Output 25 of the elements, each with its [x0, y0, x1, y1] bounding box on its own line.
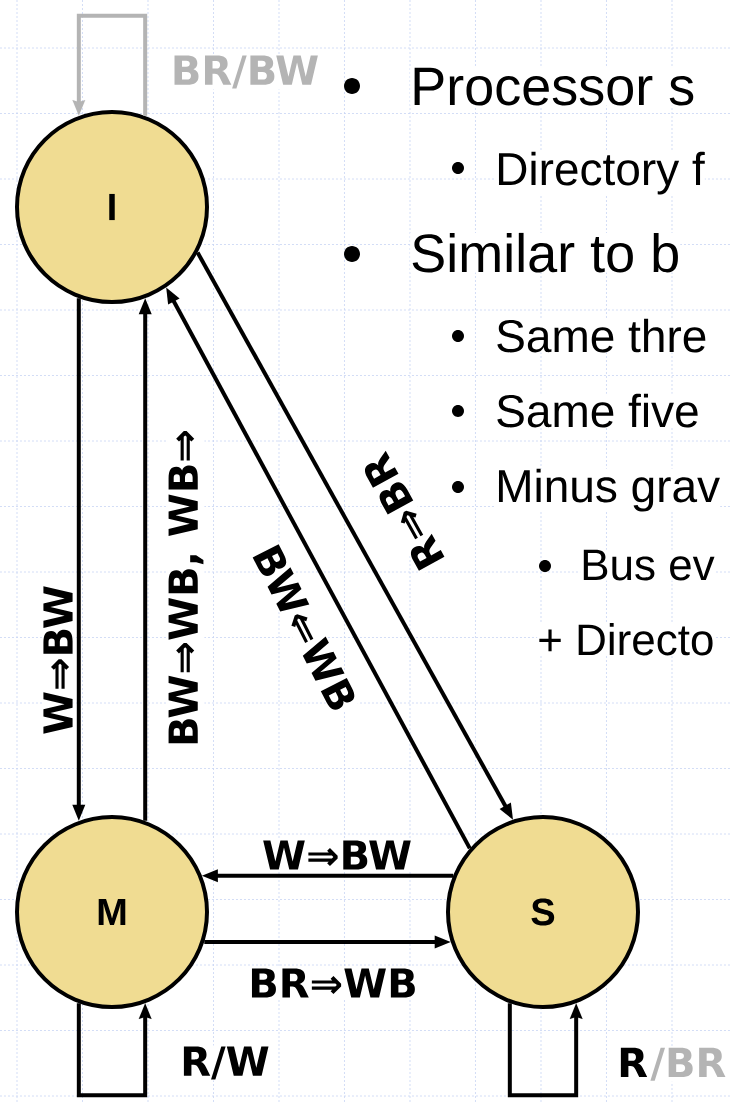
edge-label: BW⇒WB, WB⇒: [167, 428, 205, 748]
bullet-text: Bus ev: [580, 549, 715, 581]
edge-label: W⇒BW: [42, 584, 74, 737]
bullet-text: Same thre: [495, 318, 708, 353]
label-text: /BR: [649, 1046, 728, 1082]
edge-label: R: [616, 1046, 649, 1078]
loop-arrow: [507, 1003, 583, 1098]
edge-label: BR/BW: [169, 54, 321, 90]
bullet-text: Same five: [495, 393, 700, 428]
bullet-text: Processor s: [410, 67, 696, 106]
bullet-text: Directory f: [495, 151, 705, 195]
loop-arrow: [76, 1003, 152, 1098]
edge-label: W⇒BW: [260, 839, 414, 871]
arrow: [166, 287, 472, 850]
bullet-text: + Directo: [537, 623, 715, 656]
bullet-text: Minus grav: [495, 468, 721, 512]
edge-label: R/W: [179, 1045, 271, 1081]
arrow: [201, 869, 454, 883]
loop-arrow: [72, 13, 148, 116]
arrow: [204, 935, 451, 949]
arrow: [138, 298, 152, 821]
bullet-text: Similar to b: [410, 232, 681, 273]
edge-label: BR⇒WB: [247, 967, 419, 999]
arrow: [195, 251, 513, 820]
arrow: [72, 298, 86, 821]
